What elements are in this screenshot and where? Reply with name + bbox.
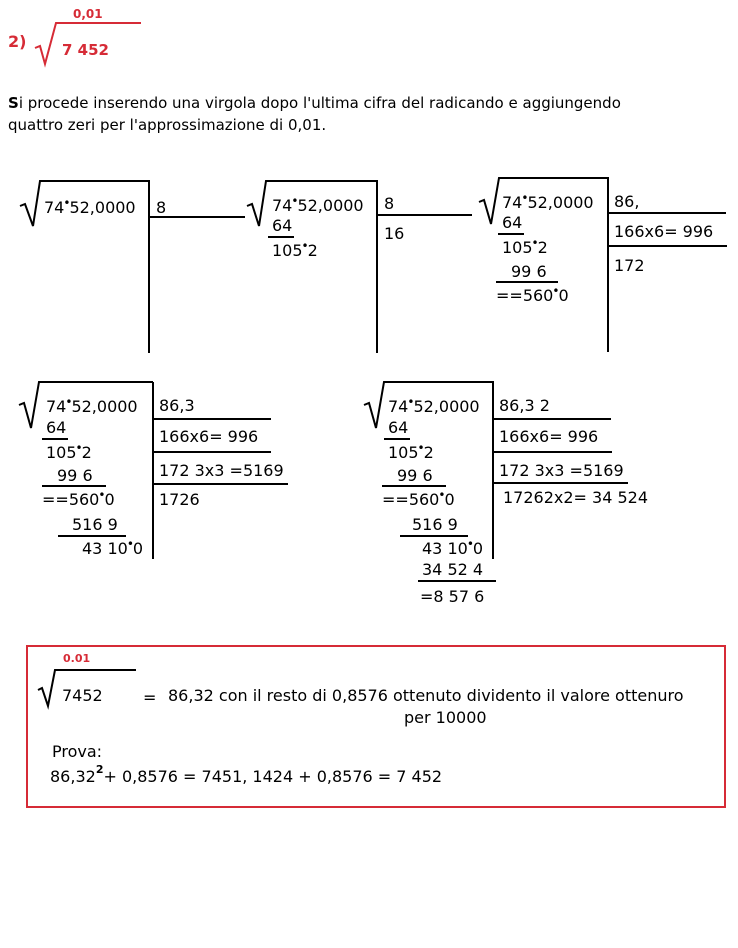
summary-equals: = — [143, 688, 157, 707]
step1-vertical-divider — [148, 181, 150, 353]
step4-vertical-divider — [152, 382, 154, 559]
step3-sub1-underline — [498, 233, 524, 235]
step4-double: 1726 — [159, 490, 200, 509]
step1-result: 8 — [156, 198, 167, 217]
summary-radicand: 7452 — [62, 686, 103, 705]
problem-number: 2) — [8, 32, 27, 51]
step3-sub2-underline — [496, 281, 558, 283]
step2-sub1: 64 — [272, 216, 293, 235]
step2-radical — [246, 180, 378, 227]
step2-horizontal-divider — [378, 214, 472, 216]
step1-radicand-b: 52,0000 — [69, 198, 136, 217]
summary-result-line-1: 86,32 con il resto di 0,8576 ottenuto di… — [168, 686, 684, 705]
root-index: 0,01 — [73, 7, 103, 21]
step3-rem1: 105•2 — [502, 236, 548, 257]
intro-line-1-text: i procede inserendo una virgola dopo l'u… — [18, 94, 621, 112]
intro-line-1: Si procede inserendo una virgola dopo l'… — [8, 94, 621, 112]
step2-radicand-b: 52,0000 — [297, 196, 364, 215]
check-label: Prova: — [52, 742, 103, 761]
check-base: 86,32 — [50, 767, 96, 786]
step5-trial1: 166x6= 996 — [499, 427, 599, 446]
step4-horizontal-divider-1 — [154, 418, 271, 420]
summary-result-line-2: per 10000 — [404, 708, 487, 727]
step4-trial2: 172 3x3 =5169 — [159, 461, 284, 480]
step3-double: 172 — [614, 256, 645, 275]
step3-rem2: ==560•0 — [496, 284, 569, 305]
step5-rem4: =8 57 6 — [420, 587, 485, 606]
step3-sub1: 64 — [502, 213, 523, 232]
step3-horizontal-divider-1 — [609, 212, 726, 214]
step5-rem1: 105•2 — [388, 441, 434, 462]
step2-result: 8 — [384, 194, 395, 213]
step5-rem3: 43 10•0 — [422, 537, 484, 558]
step1-radicand: 74•52,0000 — [44, 196, 136, 217]
step5-horizontal-divider-1 — [494, 418, 611, 420]
step2-vertical-divider — [376, 181, 378, 353]
step2-double: 16 — [384, 224, 405, 243]
step4-horizontal-divider-2 — [154, 451, 271, 453]
step1-radicand-a: 74 — [44, 198, 65, 217]
step5-sub4: 34 52 4 — [422, 560, 484, 579]
step5-sub1: 64 — [388, 418, 409, 437]
step4-sub2: 99 6 — [57, 466, 93, 485]
step5-trial3: 17262x2= 34 524 — [503, 488, 649, 507]
step3-horizontal-divider-2 — [609, 245, 727, 247]
step5-horizontal-divider-2 — [494, 451, 612, 453]
step3-trial1: 166x6= 996 — [614, 222, 714, 241]
step4-horizontal-divider-3 — [154, 483, 288, 485]
step4-rem3: 43 10•0 — [82, 537, 144, 558]
step2-radicand-a: 74 — [272, 196, 293, 215]
header-radical-sign — [34, 22, 141, 68]
step5-radical — [363, 381, 494, 429]
step4-radicand: 74•52,0000 — [46, 395, 138, 416]
summary-root-index: 0.01 — [63, 652, 91, 665]
step3-result: 86, — [614, 192, 640, 211]
summary-box — [26, 645, 726, 808]
check-equation: 86,322+ 0,8576 = 7451, 1424 + 0,8576 = 7… — [50, 763, 442, 786]
step4-radical — [18, 381, 153, 429]
step5-rem2: ==560•0 — [382, 488, 455, 509]
step5-sub4-underline — [418, 580, 496, 582]
step3-radicand: 74•52,0000 — [502, 191, 594, 212]
step3-sub2: 99 6 — [511, 262, 547, 281]
step2-radicand: 74•52,0000 — [272, 194, 364, 215]
step1-radical — [19, 180, 150, 227]
step5-trial2: 172 3x3 =5169 — [499, 461, 624, 480]
step4-sub2-underline — [42, 485, 106, 487]
step4-rem2: ==560•0 — [42, 488, 115, 509]
step5-sub3: 516 9 — [412, 515, 458, 534]
step5-sub2: 99 6 — [397, 466, 433, 485]
step5-sub3-underline — [400, 535, 468, 537]
step1-horizontal-divider — [150, 216, 245, 218]
step5-radicand: 74•52,0000 — [388, 395, 480, 416]
step5-vertical-divider — [492, 382, 494, 559]
step5-result: 86,3 2 — [499, 396, 550, 415]
step3-vertical-divider — [607, 178, 609, 352]
check-exponent: 2 — [95, 763, 104, 776]
step4-sub1-underline — [42, 438, 68, 440]
step5-horizontal-divider-3 — [494, 482, 628, 484]
step4-result: 86,3 — [159, 396, 195, 415]
step4-trial1: 166x6= 996 — [159, 427, 259, 446]
check-rest: + 0,8576 = 7451, 1424 + 0,8576 = 7 452 — [103, 767, 443, 786]
header-radicand: 7 452 — [62, 41, 109, 59]
step3-radical — [478, 177, 609, 225]
step2-rem1: 105•2 — [272, 239, 318, 260]
step4-sub3: 516 9 — [72, 515, 118, 534]
step4-sub1: 64 — [46, 418, 67, 437]
step4-rem1: 105•2 — [46, 441, 92, 462]
intro-first-letter: S — [8, 94, 19, 112]
intro-line-2: quattro zeri per l'approssimazione di 0,… — [8, 116, 327, 134]
step5-sub1-underline — [384, 438, 410, 440]
step4-sub3-underline — [58, 535, 126, 537]
step2-sub1-underline — [268, 236, 294, 238]
step5-sub2-underline — [382, 485, 446, 487]
